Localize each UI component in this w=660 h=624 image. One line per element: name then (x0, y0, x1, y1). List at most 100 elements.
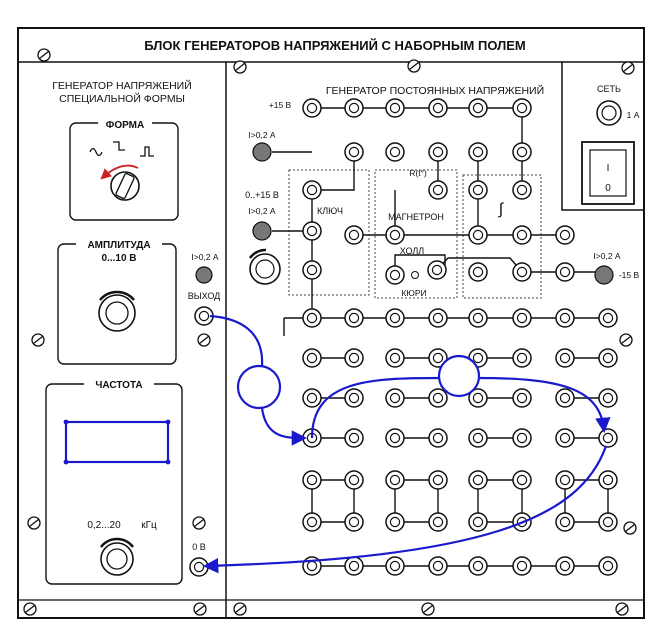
patch-jack[interactable] (598, 308, 618, 328)
patch-jack[interactable] (468, 142, 488, 162)
patch-jack[interactable] (555, 262, 575, 282)
patch-jack[interactable] (344, 308, 364, 328)
patch-jack[interactable] (428, 512, 448, 532)
integral-symbol: ∫ (498, 201, 505, 218)
patch-jack[interactable] (512, 556, 532, 576)
frequency-knob[interactable] (100, 537, 134, 576)
power-fuse[interactable] (596, 100, 622, 126)
patch-jack[interactable] (555, 428, 575, 448)
patch-jack[interactable] (385, 348, 405, 368)
patch-jack[interactable] (385, 428, 405, 448)
panel-title: БЛОК ГЕНЕРАТОРОВ НАПРЯЖЕНИЙ С НАБОРНЫМ П… (144, 38, 525, 53)
patch-jack[interactable] (512, 428, 532, 448)
patch-jack[interactable] (555, 556, 575, 576)
patch-jack[interactable] (344, 470, 364, 490)
adj-voltage-knob[interactable] (248, 248, 281, 285)
patch-jack[interactable] (555, 348, 575, 368)
patch-jack[interactable] (302, 512, 322, 532)
screw-icon (407, 59, 421, 73)
patch-jack[interactable] (344, 388, 364, 408)
patch-jack[interactable] (302, 260, 322, 280)
amplitude-knob[interactable] (98, 290, 136, 332)
patch-jack[interactable] (468, 308, 488, 328)
patch-jack[interactable] (555, 225, 575, 245)
patch-jack[interactable] (302, 180, 322, 200)
patch-jack[interactable] (598, 512, 618, 532)
patch-jack[interactable] (468, 556, 488, 576)
patch-jack[interactable] (428, 428, 448, 448)
patch-jack[interactable] (428, 180, 448, 200)
patch-jack[interactable] (428, 470, 448, 490)
patch-jack[interactable] (302, 221, 322, 241)
patch-jack[interactable] (468, 470, 488, 490)
frequency-unit: кГц (141, 520, 157, 531)
patch-jack[interactable] (385, 308, 405, 328)
patch-jack[interactable] (512, 98, 532, 118)
patch-jack[interactable] (385, 142, 405, 162)
patch-jack[interactable] (598, 556, 618, 576)
patch-jack[interactable] (468, 262, 488, 282)
patch-jack[interactable] (555, 470, 575, 490)
ground-jack[interactable] (189, 557, 209, 577)
wire-ground-return (202, 445, 608, 574)
patch-jack[interactable] (555, 308, 575, 328)
patch-jack[interactable] (344, 142, 364, 162)
patch-jack[interactable] (302, 470, 322, 490)
patch-jack[interactable] (598, 428, 618, 448)
fuse-rating: 1 А (627, 110, 640, 120)
patch-jack[interactable] (598, 348, 618, 368)
power-switch[interactable] (581, 141, 635, 205)
patch-jack[interactable] (428, 142, 448, 162)
patch-jack[interactable] (344, 348, 364, 368)
patch-jack[interactable] (344, 98, 364, 118)
patch-jack[interactable] (344, 225, 364, 245)
patch-jack[interactable] (468, 428, 488, 448)
patch-jack[interactable] (385, 512, 405, 532)
patch-jack[interactable] (385, 98, 405, 118)
overload-lamp-1 (252, 142, 272, 162)
patch-jack[interactable] (555, 388, 575, 408)
patch-jack[interactable] (428, 388, 448, 408)
patch-jack[interactable] (512, 225, 532, 245)
patch-jack[interactable] (428, 98, 448, 118)
patch-jack[interactable] (468, 225, 488, 245)
minus15-label: -15 В (619, 270, 640, 280)
patch-jack[interactable] (598, 470, 618, 490)
patch-jack[interactable] (512, 308, 532, 328)
screw-icon (23, 602, 37, 616)
patch-jack[interactable] (302, 388, 322, 408)
patch-jack[interactable] (598, 388, 618, 408)
patch-jack[interactable] (468, 180, 488, 200)
patch-jack[interactable] (427, 260, 447, 280)
patch-jack[interactable] (512, 262, 532, 282)
patch-jack[interactable] (428, 308, 448, 328)
patch-jack[interactable] (512, 348, 532, 368)
screw-icon (623, 521, 637, 535)
overload-lamp-3 (594, 265, 614, 285)
patch-jack[interactable] (302, 308, 322, 328)
patch-jack[interactable] (385, 388, 405, 408)
wire-arc-right (477, 376, 611, 434)
patch-jack[interactable] (302, 348, 322, 368)
screw-icon (615, 602, 629, 616)
patch-jack[interactable] (344, 556, 364, 576)
patch-jack[interactable] (555, 512, 575, 532)
patch-jack[interactable] (344, 428, 364, 448)
form-selector-knob[interactable] (110, 171, 140, 201)
patch-jack[interactable] (385, 470, 405, 490)
patch-jack[interactable] (512, 388, 532, 408)
patch-jack[interactable] (385, 556, 405, 576)
patch-jack[interactable] (428, 556, 448, 576)
patch-jack[interactable] (302, 98, 322, 118)
patch-jack[interactable] (512, 142, 532, 162)
patch-jack[interactable] (468, 98, 488, 118)
patch-jack[interactable] (468, 512, 488, 532)
overload-label-3: I>0,2 А (593, 251, 621, 261)
patch-jack[interactable] (344, 512, 364, 532)
frequency-label: ЧАСТОТА (95, 380, 142, 391)
patch-jack[interactable] (385, 265, 405, 285)
patch-jack[interactable] (512, 180, 532, 200)
patch-jack[interactable] (385, 225, 405, 245)
wire-loop-right (437, 354, 481, 398)
patch-jack[interactable] (512, 470, 532, 490)
